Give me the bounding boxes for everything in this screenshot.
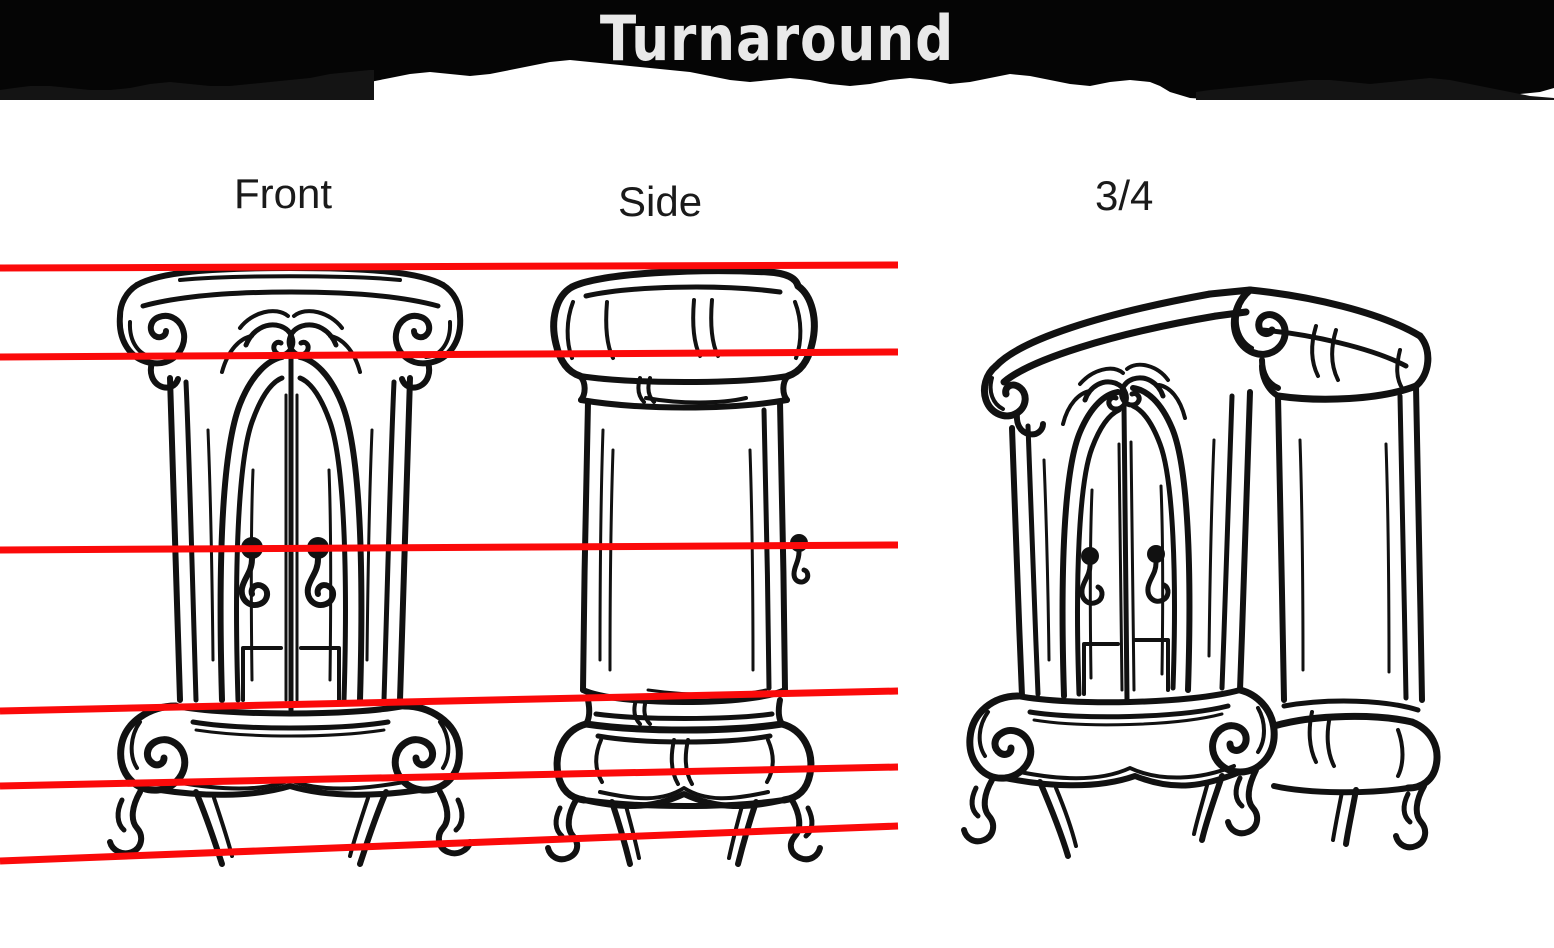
title-header-band: Turnaround (0, 0, 1554, 100)
front-handle-knob-left (241, 537, 263, 559)
front-view-drawing (107, 265, 473, 867)
view-label-three-quarter: 3/4 (1095, 172, 1154, 219)
view-label-side: Side (618, 178, 703, 225)
front-handle-knob-right (307, 537, 329, 559)
side-handle-knob (790, 534, 808, 552)
view-label-front: Front (234, 170, 333, 217)
header-band-shape (0, 0, 1554, 100)
tq-handle-knob-right (1147, 545, 1165, 563)
header-band-sliver-left (0, 70, 374, 100)
three-quarter-view-drawing (961, 286, 1441, 859)
header-band-sliver-right (1196, 78, 1554, 100)
tq-handle-knob-left (1081, 547, 1099, 565)
side-view-drawing (545, 267, 823, 867)
header-band-black (0, 0, 1554, 100)
page-title: Turnaround (599, 2, 955, 75)
